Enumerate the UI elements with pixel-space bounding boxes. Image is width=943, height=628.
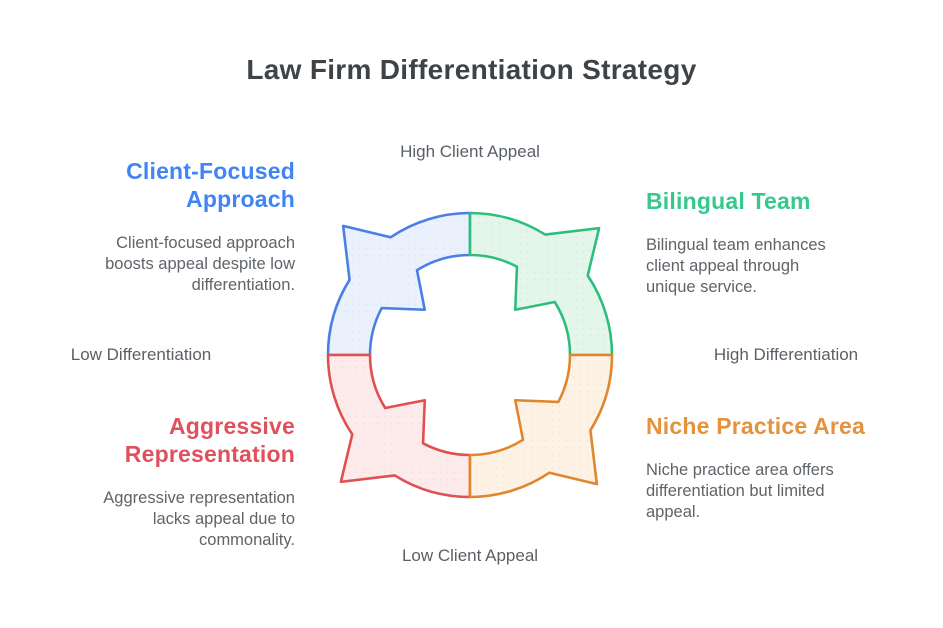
quadrant-heading-aggressive-representation: Aggressive Representation: [124, 413, 295, 468]
page-title: Law Firm Differentiation Strategy: [246, 54, 697, 85]
arc-dot-texture: [328, 355, 470, 497]
quadrant-heading-niche-practice-area: Niche Practice Area: [646, 413, 866, 439]
axis-label-bottom: Low Client Appeal: [401, 546, 539, 565]
arc-dot-texture: [328, 213, 470, 355]
quadrant-client-focused-approach: Client-Focused Approach Client-focused a…: [45, 157, 295, 296]
quadrant-body-bilingual-team: Bilingual team enhances client appeal th…: [646, 236, 826, 297]
quadrant-heading-client-focused-approach: Client-Focused Approach: [126, 158, 295, 213]
quadrant-body-niche-practice-area: Niche practice area offers differentiati…: [646, 461, 834, 522]
quadrant-body-client-focused-approach: Client-focused approach boosts appeal de…: [105, 234, 295, 295]
quadrant-aggressive-representation: Aggressive Representation Aggressive rep…: [45, 412, 295, 551]
cycle-diagram: [326, 211, 614, 499]
axis-label-top: High Client Appeal: [400, 142, 540, 161]
arc-dot-texture: [470, 355, 612, 497]
quadrant-heading-bilingual-team: Bilingual Team: [646, 188, 811, 214]
quadrant-niche-practice-area: Niche Practice Area Niche practice area …: [646, 412, 896, 523]
arc-dot-texture: [470, 213, 612, 355]
quadrant-bilingual-team: Bilingual Team Bilingual team enhances c…: [646, 187, 896, 298]
axis-label-left: Low Differentiation: [70, 345, 212, 364]
axis-label-right: High Differentiation: [713, 345, 859, 364]
quadrant-body-aggressive-representation: Aggressive representation lacks appeal d…: [103, 489, 295, 550]
